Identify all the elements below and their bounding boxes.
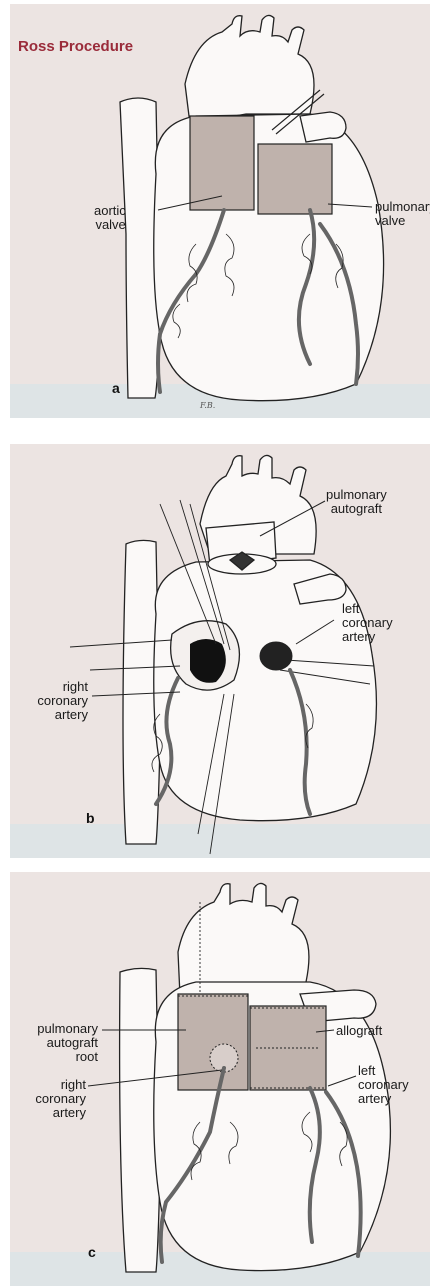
pulmonary-root-graft xyxy=(258,144,332,214)
right-coronary-artery-label: right coronary artery xyxy=(18,1078,86,1120)
left-coronary-button xyxy=(260,642,292,670)
panel-c: pulmonary autograft root allograft left … xyxy=(10,872,430,1286)
pulmonary-autograft-root xyxy=(178,994,248,1090)
panel-letter-b: b xyxy=(86,810,95,826)
aortic-valve-label: aortic valve xyxy=(94,204,126,232)
artist-signature: F.B. xyxy=(200,401,215,410)
aortic-arch xyxy=(185,15,314,124)
panel-a: Ross Procedure aortic valve pulmonary va… xyxy=(10,4,430,418)
panel-b: pulmonary autograft left coronary artery… xyxy=(10,444,430,858)
aortic-annulus-opening xyxy=(190,639,226,683)
pulmonary-valve-label: pulmonary valve xyxy=(375,200,430,228)
heart-body xyxy=(154,560,377,821)
pulmonary-autograft-label: pulmonary autograft xyxy=(326,488,387,516)
pulmonary-branch xyxy=(300,112,346,142)
panel-letter-c: c xyxy=(88,1244,96,1260)
allograft-label: allograft xyxy=(336,1024,382,1038)
pulmonary-autograft-root-label: pulmonary autograft root xyxy=(14,1022,98,1064)
panel-letter-a: a xyxy=(112,380,120,396)
right-coronary-artery-label: right coronary artery xyxy=(26,680,88,722)
left-coronary-artery-label: left coronary artery xyxy=(342,602,393,644)
pulmonary-autograft-tube xyxy=(206,522,276,574)
heart-illustration-a xyxy=(10,4,430,418)
aortic-arch xyxy=(178,883,309,996)
page-title: Ross Procedure xyxy=(18,38,133,55)
aortic-root-graft xyxy=(190,116,254,210)
left-coronary-artery-label: left coronary artery xyxy=(358,1064,409,1106)
